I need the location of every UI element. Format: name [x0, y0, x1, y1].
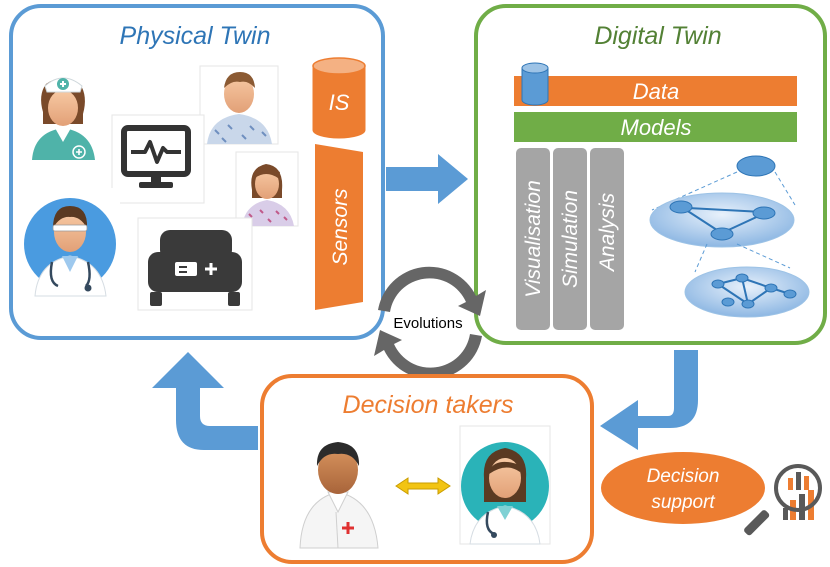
data-layer: Data — [514, 76, 797, 106]
magnifier-chart-icon — [744, 464, 822, 536]
evolutions-label: Evolutions — [393, 315, 462, 332]
decision-support-line2: support — [651, 492, 715, 513]
is-database: IS — [312, 57, 366, 139]
arrow-decision-to-physical — [152, 352, 258, 450]
male-doctor-icon — [299, 442, 379, 549]
simulation-label: Simulation — [559, 190, 582, 288]
models-label: Models — [621, 115, 692, 140]
arrow-physical-to-digital — [386, 154, 468, 204]
models-layer: Models — [514, 112, 797, 142]
network-graph-icon — [649, 155, 810, 318]
patient-man-icon — [199, 65, 279, 145]
arrow-digital-to-decision — [600, 350, 698, 450]
patient-woman-icon — [235, 151, 299, 227]
database-icon — [521, 62, 549, 106]
heart-monitor-icon — [111, 114, 205, 204]
analysis-label: Analysis — [596, 192, 619, 273]
physical-twin-title: Physical Twin — [120, 22, 271, 50]
data-label: Data — [633, 79, 679, 104]
analysis-column: Analysis — [590, 148, 624, 330]
sensors-block: Sensors — [315, 144, 363, 310]
hospital-bed-icon — [137, 217, 253, 311]
visualisation-column: Visualisation — [516, 148, 550, 330]
digital-twin-title: Digital Twin — [594, 22, 721, 50]
decision-support-badge: Decision support — [601, 452, 765, 524]
decision-support-line1: Decision — [647, 466, 720, 487]
evolutions-arrow-bottom — [374, 330, 482, 380]
evolutions-arrow-top — [378, 266, 486, 316]
simulation-column: Simulation — [553, 148, 587, 330]
decision-takers-title: Decision takers — [343, 391, 514, 419]
visualisation-label: Visualisation — [522, 180, 545, 298]
doctor-icon — [24, 188, 120, 298]
is-label: IS — [329, 90, 350, 115]
evolutions-cycle: Evolutions — [374, 266, 486, 380]
nurse-icon — [24, 74, 102, 160]
sensors-label: Sensors — [329, 188, 352, 266]
exchange-arrow-icon — [395, 477, 451, 495]
female-doctor-icon — [459, 425, 551, 545]
